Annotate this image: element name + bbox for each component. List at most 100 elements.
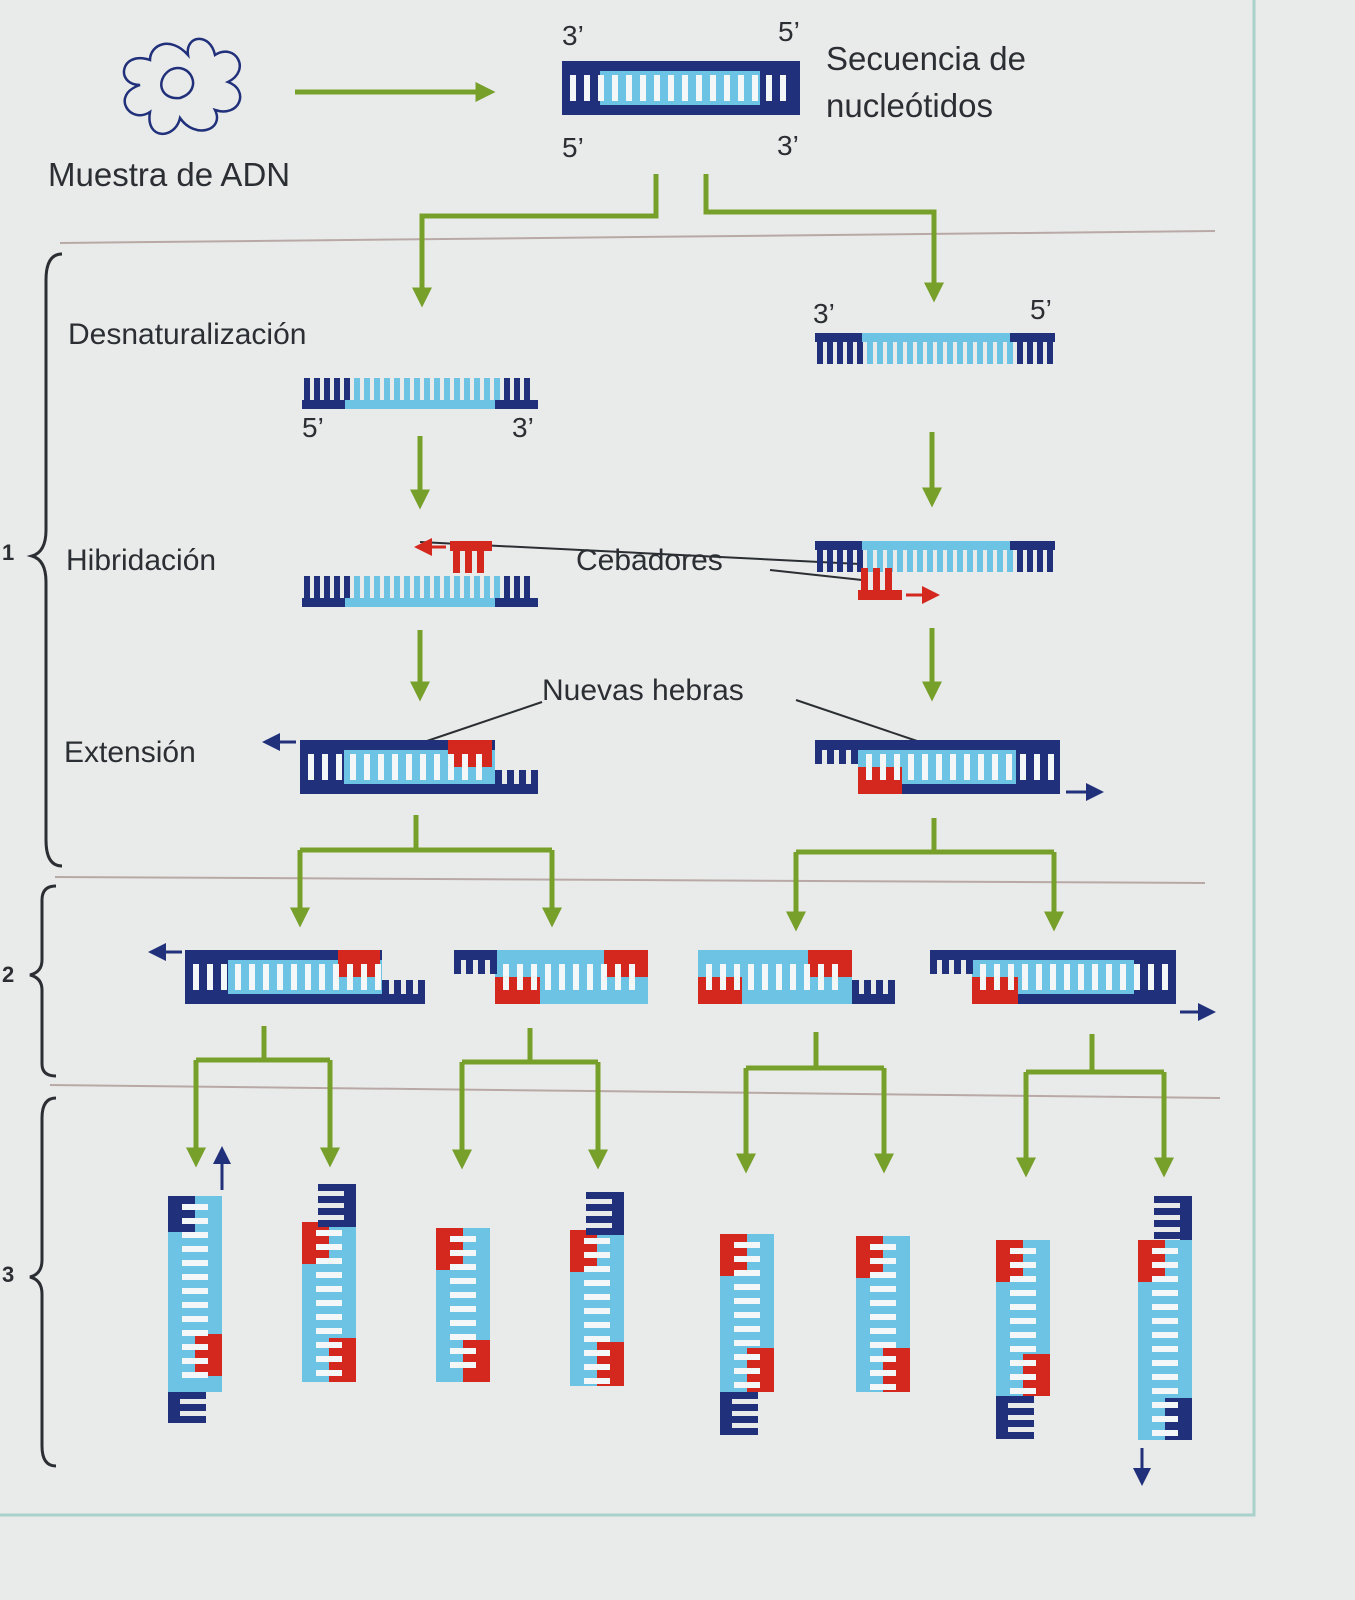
base-tooth xyxy=(967,550,973,572)
new-strands-label: Nuevas hebras xyxy=(542,674,744,707)
base-tooth xyxy=(394,576,400,598)
base-tooth xyxy=(1047,342,1053,364)
duplex-left-backbone xyxy=(720,1234,730,1392)
cycle3-duplex-8 xyxy=(1138,1196,1192,1440)
base-pair-rung xyxy=(734,1298,760,1304)
base-pair-rung xyxy=(450,1334,476,1340)
base-pair-rung xyxy=(378,754,384,780)
base-tooth xyxy=(404,576,410,598)
base-pair-rung xyxy=(1152,1248,1178,1254)
base-tooth xyxy=(887,342,893,364)
primer-tooth xyxy=(465,551,472,573)
base-pair-rung xyxy=(316,1230,342,1236)
strand-segment xyxy=(495,400,538,409)
base-pair-rung xyxy=(584,1336,610,1342)
duplex-top-segment xyxy=(1134,950,1176,977)
base-pair-rung xyxy=(1152,1374,1178,1380)
cycle3-duplex-7 xyxy=(996,1240,1050,1439)
base-pair-rung xyxy=(870,1342,896,1348)
base-tooth xyxy=(937,550,943,572)
strand-segment xyxy=(1010,333,1055,342)
sequence-label-line1: Secuencia de xyxy=(826,40,1026,77)
base-pair-rung xyxy=(936,754,942,780)
base-tooth xyxy=(917,550,923,572)
base-tooth xyxy=(354,576,360,598)
base-tooth xyxy=(907,550,913,572)
base-tooth xyxy=(524,576,530,598)
right-primer xyxy=(858,568,902,600)
overhang-backbone xyxy=(612,1192,624,1230)
right-strand-3prime-label: 3’ xyxy=(813,298,835,329)
base-pair-rung xyxy=(182,1358,208,1364)
duplex-top-backbone xyxy=(698,950,852,960)
base-pair-rung xyxy=(322,754,328,780)
overhang-tooth xyxy=(1154,1208,1192,1215)
duplex-bottom-segment xyxy=(185,977,228,1004)
overhang-tooth xyxy=(815,740,822,764)
base-pair-rung xyxy=(626,75,632,101)
base-pair-rung xyxy=(308,754,314,780)
strand-backbone xyxy=(302,598,538,607)
overhang-tooth xyxy=(168,1392,206,1399)
base-tooth xyxy=(1037,550,1043,572)
denatured-left-strand xyxy=(302,378,538,409)
base-tooth xyxy=(404,378,410,400)
cycle2-duplex-2 xyxy=(454,950,648,1004)
base-tooth xyxy=(314,576,320,598)
base-pair-rung xyxy=(724,75,730,101)
overhang-tooth xyxy=(996,1420,1034,1427)
base-tooth xyxy=(927,342,933,364)
primer-tooth xyxy=(873,568,880,590)
strand-backbone xyxy=(302,400,538,409)
base-tooth xyxy=(494,576,500,598)
duplex-top-backbone xyxy=(858,740,1060,750)
fork-cycle3-4 xyxy=(1016,1034,1174,1178)
overhang-tooth xyxy=(586,1228,624,1235)
overhang-tooth xyxy=(519,770,526,794)
strand-backbone xyxy=(815,541,1055,550)
base-pair-rung xyxy=(780,75,786,101)
base-tooth xyxy=(374,576,380,598)
duplex-bottom-segment xyxy=(562,88,600,115)
base-tooth xyxy=(434,378,440,400)
base-pair-rung xyxy=(584,1308,610,1314)
base-tooth xyxy=(1047,550,1053,572)
dna-sample-label: Muestra de ADN xyxy=(48,156,291,193)
base-pair-rung xyxy=(249,964,255,990)
base-tooth xyxy=(947,342,953,364)
base-tooth xyxy=(917,342,923,364)
base-tooth xyxy=(324,576,330,598)
base-pair-rung xyxy=(584,1364,610,1370)
base-pair-rung xyxy=(710,75,716,101)
overhang-tooth xyxy=(852,980,859,1004)
overhang-tooth xyxy=(318,1220,356,1227)
extension-label: Extensión xyxy=(64,736,196,769)
base-pair-rung xyxy=(450,1250,476,1256)
base-tooth xyxy=(887,550,893,572)
base-pair-rung xyxy=(1064,964,1070,990)
base-tooth xyxy=(947,550,953,572)
base-tooth xyxy=(424,378,430,400)
base-pair-rung xyxy=(584,1322,610,1328)
base-pair-rung xyxy=(336,754,342,780)
bottom-strand-3prime-label: 3’ xyxy=(777,130,799,161)
primer-tooth xyxy=(885,568,892,590)
dna-sample-coil xyxy=(122,37,242,135)
overhang-tooth xyxy=(1154,1196,1192,1203)
base-pair-rung xyxy=(316,1272,342,1278)
duplex-bottom-backbone xyxy=(698,994,852,1004)
base-pair-rung xyxy=(406,754,412,780)
overhang-tooth xyxy=(394,980,401,1004)
hybridized-left-strand xyxy=(302,576,538,607)
base-pair-rung xyxy=(1050,964,1056,990)
section-divider-2 xyxy=(54,876,1206,884)
base-pair-rung xyxy=(1152,1262,1178,1268)
base-pair-rung xyxy=(994,964,1000,990)
base-tooth xyxy=(837,550,843,572)
overhang-tooth xyxy=(1154,1220,1192,1227)
overhang-tooth xyxy=(720,1416,758,1423)
strand-segment xyxy=(815,541,862,550)
base-tooth xyxy=(1037,342,1043,364)
left-strand-5prime-label: 5’ xyxy=(302,412,324,443)
